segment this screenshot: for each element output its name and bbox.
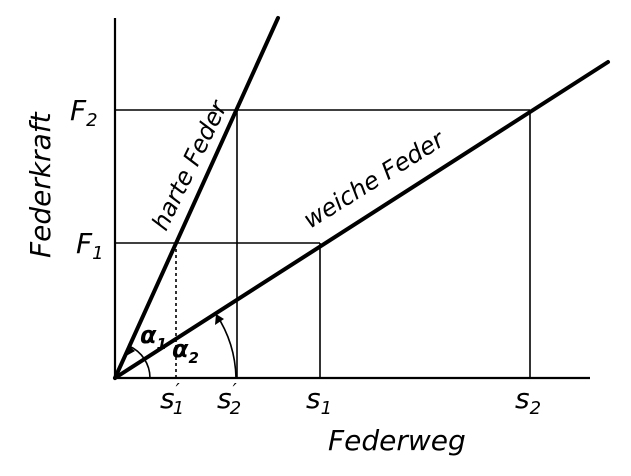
x-tick-s1-prime: s′1 [160, 380, 184, 419]
alpha1-arrow-icon [126, 346, 135, 356]
x-tick-s2: s2 [515, 382, 541, 419]
alpha2-label: α2 [172, 335, 199, 367]
y-axis-title: Federkraft [24, 111, 57, 258]
y-tick-f1: F1 [76, 227, 104, 264]
soft-spring-line [113, 60, 610, 380]
y-tick-f2: F2 [70, 94, 98, 131]
alpha2-arc [215, 313, 237, 379]
alpha1-label: α1 [140, 321, 167, 353]
alpha1-arc [128, 345, 151, 379]
x-tick-s2-prime: s′2 [217, 380, 241, 419]
alpha2-arrow-icon [215, 314, 224, 325]
x-tick-s1: s1 [306, 382, 332, 419]
hard-spring-line [113, 16, 280, 380]
x-axis-title: Federweg [328, 424, 466, 457]
